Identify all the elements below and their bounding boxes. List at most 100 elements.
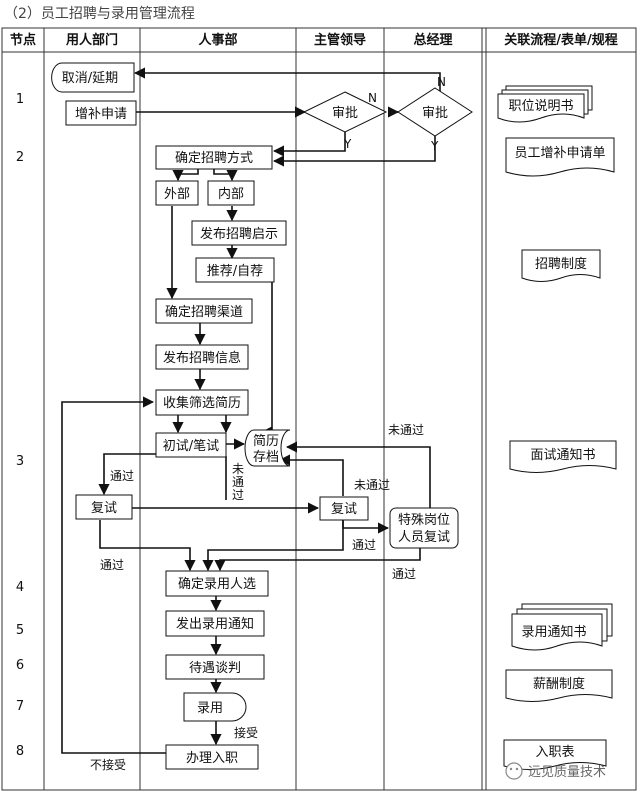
step-retest-dept-label: 复试 [91,501,117,516]
step-salary-talk-label: 待遇谈判 [189,661,241,676]
header-supervisor: 主管领导 [314,32,366,48]
step-internal: 内部 [207,180,255,206]
step-confirm: 确定录用人选 [165,570,269,597]
store-resume-archive: 简历 存档 [244,429,291,467]
step-offer: 发出录用通知 [165,610,265,637]
node-number: 4 [16,580,24,595]
label-pass-special: 通过 [392,567,416,581]
step-method-label: 确定招聘方式 [175,150,253,166]
doc-staff-request-form-label: 员工增补申请单 [514,146,605,161]
header-docs: 关联流程/表单/规程 [504,32,618,48]
fail-char-3: 过 [232,488,244,502]
step-publish-info: 发布招聘信息 [155,344,249,370]
step-screen-label: 收集筛选简历 [163,395,241,411]
node-number: 1 [16,92,24,107]
archive-line-1: 简历 [253,433,279,449]
step-initial: 初试/笔试 [155,432,227,458]
doc-offer-letter-label: 录用通知书 [521,624,586,640]
node-number: 2 [16,150,24,165]
label-y-supervisor: Y [343,137,352,151]
step-channel-label: 确定招聘渠道 [165,305,243,320]
step-external-label: 外部 [164,187,190,202]
label-reject: 不接受 [90,757,126,772]
doc-staff-request-form: 员工增补申请单 [505,137,615,177]
doc-salary-policy-label: 薪酬制度 [533,676,585,692]
fail-char-2: 通 [232,475,244,489]
doc-offer-letter: 录用通知书 [511,603,613,651]
step-salary-talk: 待遇谈判 [165,654,265,680]
label-fail-vertical-text: 未 通 过 [232,462,248,502]
step-screen: 收集筛选简历 [155,389,249,416]
flow-title: （2）员工招聘与录用管理流程 [4,6,195,22]
step-channel: 确定招聘渠道 [155,298,253,324]
decision-approve-supervisor: 审批 [302,91,388,133]
label-pass-supervisor: 通过 [352,538,376,552]
header-dept: 用人部门 [65,32,118,48]
watermark: 远见质量技术 [505,762,606,780]
step-confirm-label: 确定录用人选 [178,577,256,592]
fail-char-1: 未 [232,462,244,476]
node-number: 6 [16,658,24,673]
label-n-supervisor: N [368,91,377,105]
header-gm: 总经理 [413,32,452,48]
step-initial-label: 初试/笔试 [163,438,219,454]
node-number: 7 [16,699,24,714]
label-fail-special: 未通过 [388,423,424,437]
step-publish-notice-label: 发布招聘启示 [200,226,278,242]
step-hire-label: 录用 [197,701,223,716]
step-publish-notice: 发布招聘启示 [191,220,287,246]
doc-salary-policy: 薪酬制度 [505,669,613,702]
step-method: 确定招聘方式 [155,145,273,170]
label-fail-vertical: 未 通 过 [232,462,248,502]
wechat-icon [505,762,523,780]
node-number: 5 [16,623,24,638]
doc-recruitment-policy-label: 招聘制度 [535,256,587,272]
doc-onboarding-form: 入职表 [503,739,607,770]
step-hire: 录用 [183,692,247,722]
doc-recruitment-policy: 招聘制度 [521,249,601,282]
wechat-icon-eye [515,767,519,771]
decision-gm-label: 审批 [422,106,448,121]
step-onboard-label: 办理入职 [186,751,238,766]
step-external: 外部 [155,180,199,206]
step-apply: 增补申请 [65,100,137,126]
step-publish-info-label: 发布招聘信息 [163,350,241,366]
step-recommend-label: 推荐/自荐 [207,264,263,279]
doc-interview-notice-label: 面试通知书 [530,447,595,463]
step-retest-dept: 复试 [75,494,133,520]
step-apply-label: 增补申请 [75,107,127,122]
label-pass: 通过 [110,469,134,483]
node-number: 8 [16,744,24,759]
label-fail-supervisor: 未通过 [354,478,390,492]
connectors [61,67,441,754]
doc-interview-notice: 面试通知书 [509,440,617,473]
decision-supervisor-label: 审批 [332,106,358,121]
doc-position-description: 职位说明书 [497,85,593,123]
label-n-gm: N [437,75,446,89]
swimlane-grid [1,27,637,791]
label-pass-dept: 通过 [100,558,124,572]
step-cancel-label: 取消/延期 [62,71,118,86]
special-line-1: 特殊岗位 [398,513,450,528]
header-node: 节点 [10,32,36,48]
label-accept: 接受 [234,725,258,740]
header-hr: 人事部 [198,32,237,48]
special-line-2: 人员复试 [398,530,450,545]
step-internal-label: 内部 [218,186,244,202]
step-recommend: 推荐/自荐 [195,257,275,283]
doc-onboarding-form-label: 入职表 [535,745,574,760]
step-special-retest: 特殊岗位 人员复试 [389,507,459,549]
doc-position-description-label: 职位说明书 [508,99,573,114]
step-onboard: 办理入职 [165,744,259,770]
step-cancel: 取消/延期 [51,62,135,93]
archive-line-2: 存档 [253,450,279,465]
decision-approve-gm: 审批 [397,87,473,137]
step-retest-supervisor: 复试 [319,496,369,521]
wechat-icon-eye [509,767,513,771]
step-retest-supervisor-label: 复试 [331,502,357,517]
label-y-gm: Y [430,139,439,153]
node-number: 3 [16,454,24,469]
step-offer-label: 发出录用通知 [176,616,254,632]
watermark-text: 远见质量技术 [528,765,606,780]
